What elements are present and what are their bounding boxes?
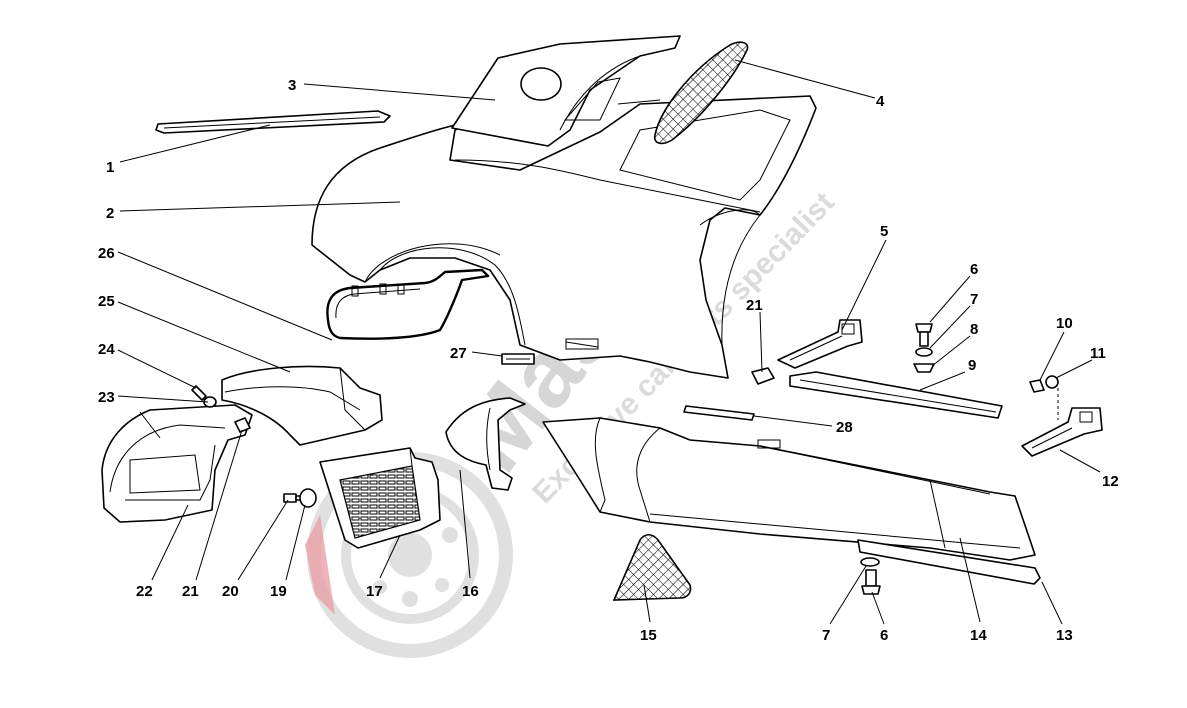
part-14-side-skirt xyxy=(542,417,1036,561)
part-22-wheelhouse xyxy=(101,404,253,523)
fastener-10-bolt xyxy=(1029,379,1045,393)
part-28-strip xyxy=(683,405,755,421)
callout-17: 17 xyxy=(366,583,383,600)
callout-8: 8 xyxy=(970,321,978,338)
callout-28: 28 xyxy=(836,419,853,436)
callouts: 1 2 3 4 5 6 7 8 9 10 11 12 13 14 15 16 1… xyxy=(98,77,1119,644)
callout-1: 1 xyxy=(106,159,114,176)
callout-26: 26 xyxy=(98,245,115,262)
part-16-air-duct xyxy=(445,397,526,491)
part-25-arch-liner xyxy=(221,365,383,446)
fastener-11-nut xyxy=(1045,375,1059,389)
callout-13: 13 xyxy=(1056,627,1073,644)
callout-27: 27 xyxy=(450,345,467,362)
callout-21-right: 21 xyxy=(746,297,763,314)
callout-24: 24 xyxy=(98,341,115,358)
fastener-7-washer-bottom xyxy=(860,557,880,567)
leader-lines xyxy=(117,59,1101,625)
part-2-quarter-panel xyxy=(311,95,817,379)
callout-3: 3 xyxy=(288,77,296,94)
part-17-radiator-grille xyxy=(319,447,441,549)
callout-21-left: 21 xyxy=(182,583,199,600)
callout-22: 22 xyxy=(136,583,153,600)
callout-14: 14 xyxy=(970,627,987,644)
part-27-badge xyxy=(501,353,535,365)
fastener-21-left-clip xyxy=(234,417,251,433)
part-9-strip xyxy=(789,371,1003,419)
callout-4: 4 xyxy=(876,93,885,110)
callout-12: 12 xyxy=(1102,473,1119,490)
fastener-24-screw xyxy=(191,385,207,401)
part-1-trim-strip xyxy=(155,110,391,134)
callout-11: 11 xyxy=(1090,345,1106,362)
callout-20: 20 xyxy=(222,583,239,600)
part-3-engine-cover xyxy=(451,35,681,147)
fastener-6-screw-top xyxy=(915,323,933,347)
callout-5: 5 xyxy=(880,223,888,240)
part-13-rocker-strip xyxy=(857,539,1041,585)
callout-6-bottom: 6 xyxy=(880,627,888,644)
callout-9: 9 xyxy=(968,357,976,374)
callout-2: 2 xyxy=(106,205,114,222)
callout-7-top: 7 xyxy=(970,291,978,308)
callout-19: 19 xyxy=(270,583,287,600)
callout-7-bottom: 7 xyxy=(822,627,830,644)
part-15-mesh-corner xyxy=(612,533,692,601)
callout-16: 16 xyxy=(462,583,479,600)
callout-15: 15 xyxy=(640,627,657,644)
callout-10: 10 xyxy=(1056,315,1073,332)
fastener-7-washer-top xyxy=(915,347,933,357)
part-5-bracket xyxy=(777,319,863,369)
callout-6-top: 6 xyxy=(970,261,978,278)
part-4-mesh-grille xyxy=(653,41,749,145)
fastener-21-right-clip xyxy=(751,367,775,385)
fastener-6-screw-bottom xyxy=(861,569,881,595)
fastener-8-nut xyxy=(913,363,935,373)
callout-23: 23 xyxy=(98,389,115,406)
part-12-bracket xyxy=(1021,388,1103,457)
callout-25: 25 xyxy=(98,293,115,310)
part-26-seal xyxy=(326,268,490,340)
fastener-19-cap xyxy=(299,488,317,508)
